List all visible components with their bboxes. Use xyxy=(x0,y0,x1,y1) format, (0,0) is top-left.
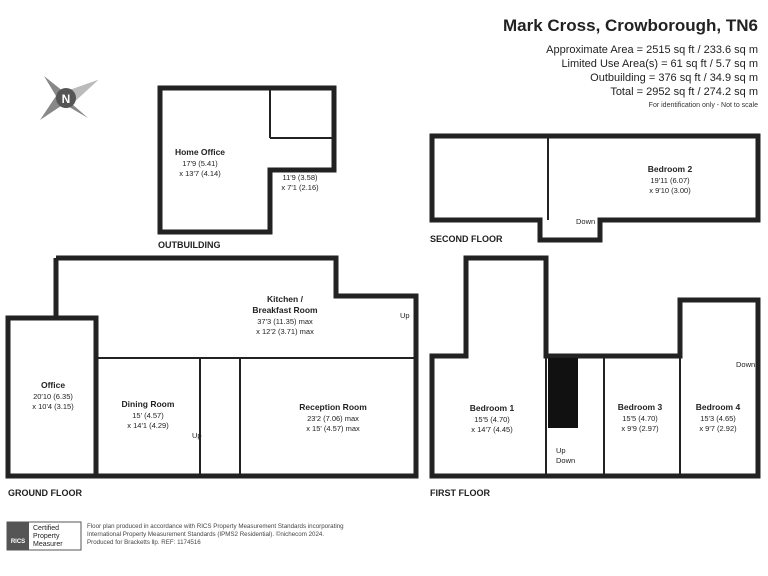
badge-line1: Certified xyxy=(33,525,59,532)
bedroom1-dim1: 15'5 (4.70) xyxy=(474,415,510,424)
bedroom3-name: Bedroom 3 xyxy=(618,402,663,412)
ground-floor-up: Up xyxy=(192,431,202,440)
rics-logo-icon: RICS Certified Property Measurer xyxy=(6,521,82,551)
bedroom1-name: Bedroom 1 xyxy=(470,403,515,413)
reception-dim1: 23'2 (7.06) max xyxy=(307,414,359,423)
outbuilding-side-dim1: 11'9 (3.58) xyxy=(282,173,318,182)
first-floor-label: FIRST FLOOR xyxy=(430,488,490,498)
first-floor-plan xyxy=(429,255,761,479)
ground-floor-label: GROUND FLOOR xyxy=(8,488,82,498)
outbuilding-side-dim2: x 7'1 (2.16) xyxy=(281,183,319,192)
kitchen-name2: Breakfast Room xyxy=(252,305,318,315)
bedroom4-dim2: x 9'7 (2.92) xyxy=(699,424,737,433)
bedroom1-dim2: x 14'7 (4.45) xyxy=(471,425,513,434)
home-office-dim1: 17'9 (5.41) xyxy=(182,159,218,168)
kitchen-dim1: 37'3 (11.35) max xyxy=(257,317,313,326)
footer-line1: Floor plan produced in accordance with R… xyxy=(87,523,344,530)
first-floor-down-right: Down xyxy=(736,360,755,369)
bedroom2-dim2: x 9'10 (3.00) xyxy=(649,186,691,195)
outbuilding-plan xyxy=(157,85,337,235)
footer-line2: International Property Measurement Stand… xyxy=(87,531,325,538)
limited-use-area: Limited Use Area(s) = 61 sq ft / 5.7 sq … xyxy=(561,58,758,70)
home-office-dim2: x 13'7 (4.14) xyxy=(179,169,221,178)
badge-line2: Property xyxy=(33,533,60,540)
reception-name: Reception Room xyxy=(299,402,367,412)
second-floor-label: SECOND FLOOR xyxy=(430,234,503,244)
outbuilding-label: OUTBUILDING xyxy=(158,240,221,250)
badge-line3: Measurer xyxy=(33,541,63,548)
bedroom3-dim2: x 9'9 (2.97) xyxy=(621,424,659,433)
badge-rics: RICS xyxy=(11,539,25,545)
kitchen-dim2: x 12'2 (3.71) max xyxy=(256,327,314,336)
second-floor-plan xyxy=(429,133,761,243)
bedroom4-dim1: 15'3 (4.65) xyxy=(700,414,736,423)
kitchen-name1: Kitchen / xyxy=(267,294,304,304)
dining-dim2: x 14'1 (4.29) xyxy=(127,421,169,430)
property-title: Mark Cross, Crowborough, TN6 xyxy=(502,16,758,35)
total-area: Total = 2952 sq ft / 274.2 sq m xyxy=(610,86,758,98)
office-dim1: 20'10 (6.35) xyxy=(33,392,73,401)
office-dim2: x 10'4 (3.15) xyxy=(32,402,74,411)
ground-floor-plan xyxy=(5,255,419,479)
home-office-name: Home Office xyxy=(175,147,225,157)
first-floor-up: Up xyxy=(556,446,566,455)
bedroom3-dim1: 15'5 (4.70) xyxy=(622,414,658,423)
compass-icon: N xyxy=(40,76,98,120)
rics-badge: RICS Certified Property Measurer xyxy=(6,521,82,551)
footer-line3: Produced for Bracketts llp. REF: 1174516 xyxy=(87,539,201,546)
identification-note: For identification only - Not to scale xyxy=(648,102,758,109)
dining-name: Dining Room xyxy=(122,399,175,409)
dining-dim1: 15' (4.57) xyxy=(132,411,164,420)
footer-notes: Floor plan produced in accordance with R… xyxy=(87,523,387,547)
first-floor-down: Down xyxy=(556,456,575,465)
second-floor-down: Down xyxy=(576,217,595,226)
reception-dim2: x 15' (4.57) max xyxy=(306,424,360,433)
ground-floor-up-right: Up xyxy=(400,311,410,320)
outbuilding-area: Outbuilding = 376 sq ft / 34.9 sq m xyxy=(590,72,758,84)
office-name: Office xyxy=(41,380,65,390)
compass-letter: N xyxy=(62,92,71,106)
bedroom2-name: Bedroom 2 xyxy=(648,164,693,174)
bedroom2-dim1: 19'11 (6.07) xyxy=(650,176,690,185)
bedroom4-name: Bedroom 4 xyxy=(696,402,741,412)
first-floor-stair-void xyxy=(548,358,578,428)
approx-area: Approximate Area = 2515 sq ft / 233.6 sq… xyxy=(546,44,758,56)
